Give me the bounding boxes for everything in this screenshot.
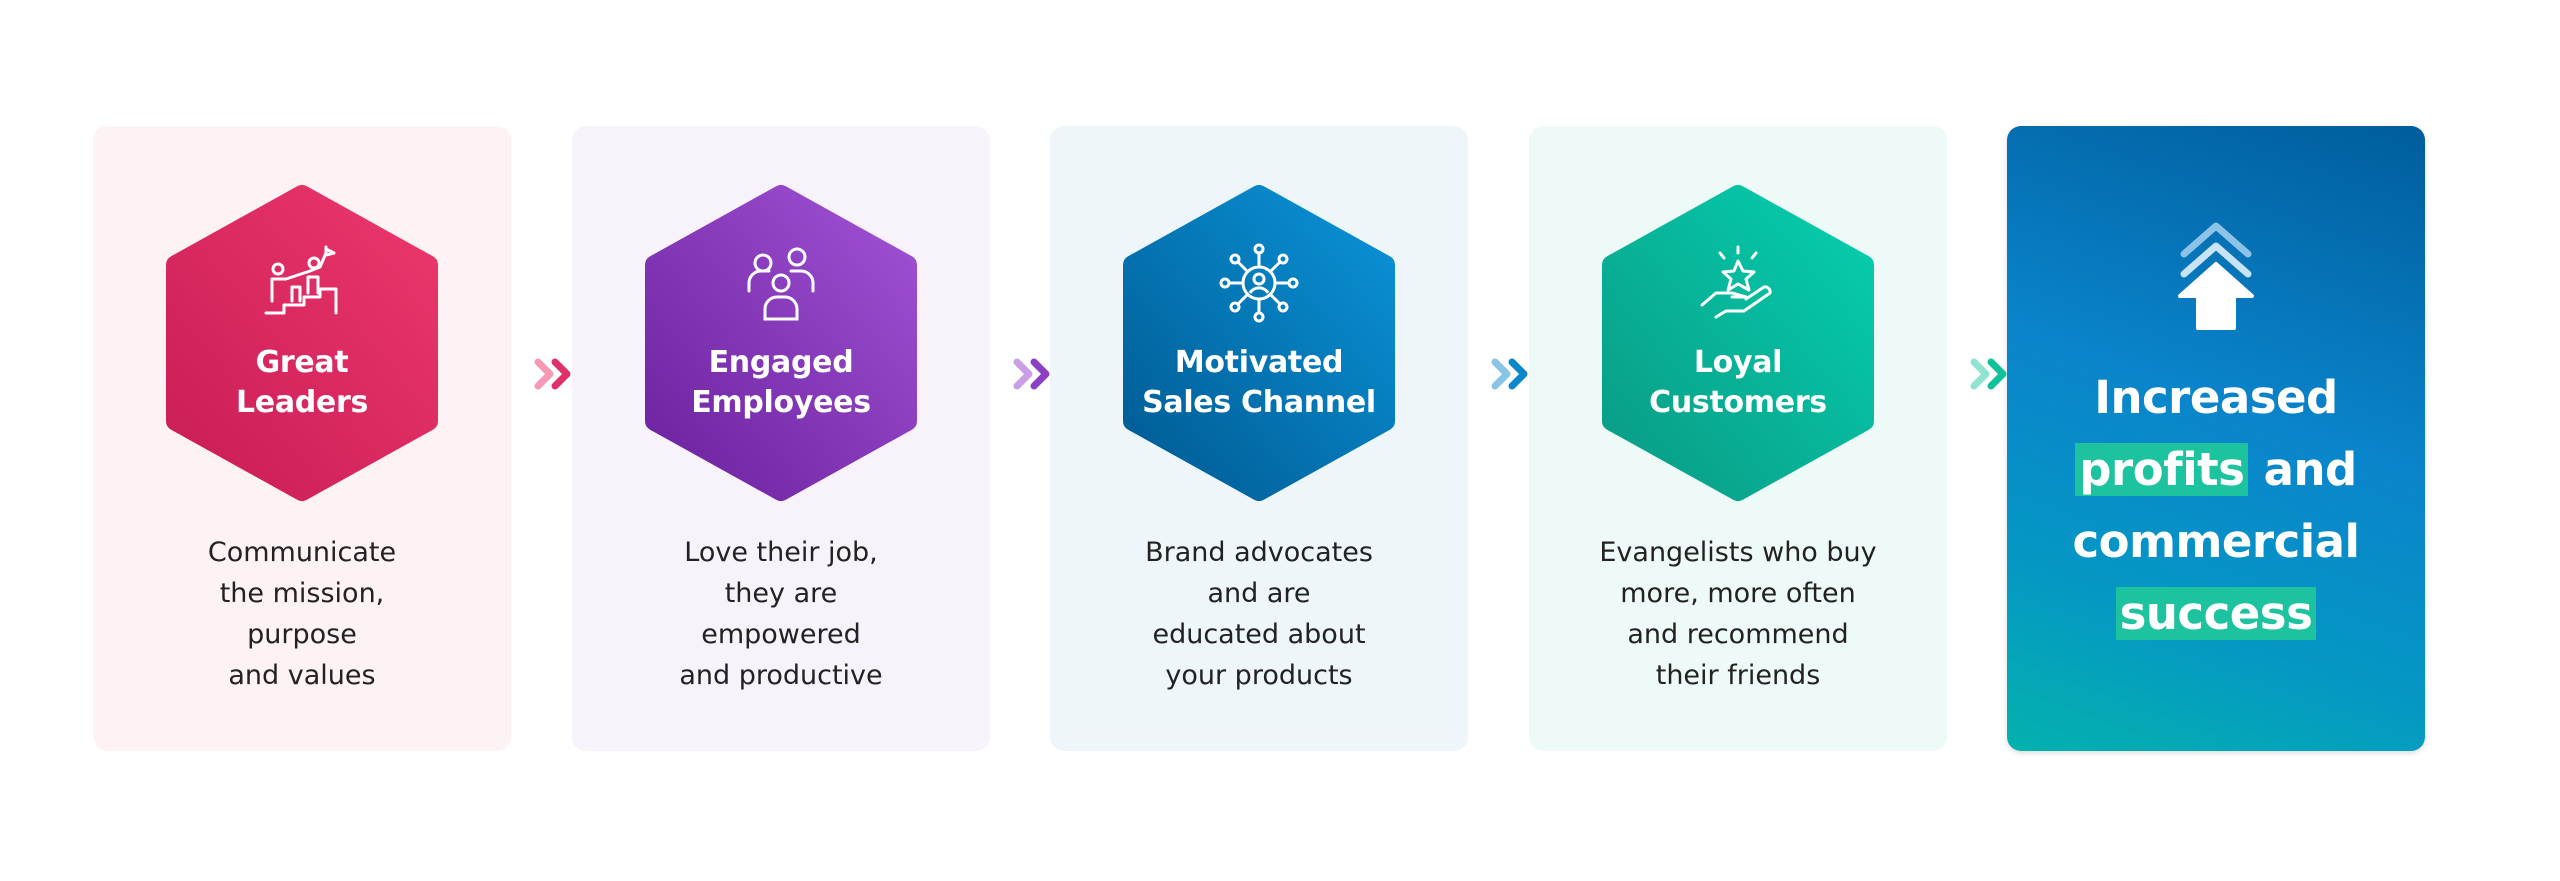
step-description-line: they are — [724, 578, 838, 609]
hexagon-shape — [1602, 185, 1874, 501]
step-description-line: their friends — [1655, 660, 1821, 691]
step-description-line: Evangelists who buy — [1599, 537, 1877, 568]
people-group-icon — [747, 247, 815, 321]
step-description-line: and recommend — [1627, 619, 1849, 650]
step-description: Love their job, they are empowered and prod… — [572, 532, 990, 696]
result-text: Increased profits and commercial success — [2007, 362, 2425, 650]
step-description: Evangelists who buy more, more often and r… — [1529, 532, 1947, 696]
step-title-line: Great — [255, 345, 349, 380]
step-description-line: more, more often — [1620, 578, 1856, 609]
step-title-line: Leaders — [235, 385, 369, 420]
step-title-line: Engaged — [708, 345, 854, 380]
step-description: Brand advocates and are educated about your… — [1050, 532, 1468, 696]
step-description-line: Brand advocates — [1145, 537, 1373, 568]
double-chevron-right-icon — [1970, 358, 2007, 390]
result-line-4: success — [2007, 578, 2425, 650]
hexagon-shape — [645, 185, 917, 501]
step-description-line: empowered — [701, 619, 861, 650]
step-title-line: Motivated — [1174, 345, 1344, 380]
highlight-success: success — [2115, 587, 2317, 640]
leader-climbing-steps-icon — [264, 245, 338, 315]
network-person-icon — [1219, 243, 1299, 323]
arrow-up-chevrons-icon — [2178, 222, 2254, 330]
hexagon-shape — [1123, 185, 1395, 501]
step-description-line: Love their job, — [684, 537, 878, 568]
double-chevron-right-icon — [534, 358, 571, 390]
step-description-line: the mission, — [219, 578, 385, 609]
step-title-line: Sales Channel — [1142, 385, 1376, 420]
step-description: Communicate the mission, purpose and values — [93, 532, 511, 696]
result-line-2-rest: and — [2248, 443, 2358, 496]
step-title-line: Employees — [691, 385, 871, 420]
hexagon-shape — [166, 185, 438, 501]
double-chevron-right-icon — [1491, 358, 1528, 390]
step-description-line: your products — [1165, 660, 1353, 691]
highlight-profits: profits — [2075, 443, 2249, 496]
step-description-line: Communicate — [207, 537, 397, 568]
result-line-3: commercial — [2072, 515, 2360, 568]
result-line-1: Increased — [2094, 371, 2338, 424]
step-title-line: Loyal — [1693, 345, 1783, 380]
result-line-2: profits and — [2007, 434, 2425, 506]
step-description-line: purpose — [247, 619, 357, 650]
hand-star-icon — [1700, 245, 1772, 319]
step-description-line: and are — [1207, 578, 1311, 609]
result-card: Increased profits and commercial success — [2007, 126, 2425, 751]
step-title-line: Customers — [1649, 385, 1827, 420]
step-description-line: and values — [228, 660, 376, 691]
double-chevron-right-icon — [1013, 358, 1050, 390]
step-description-line: and productive — [679, 660, 883, 691]
step-description-line: educated about — [1152, 619, 1366, 650]
